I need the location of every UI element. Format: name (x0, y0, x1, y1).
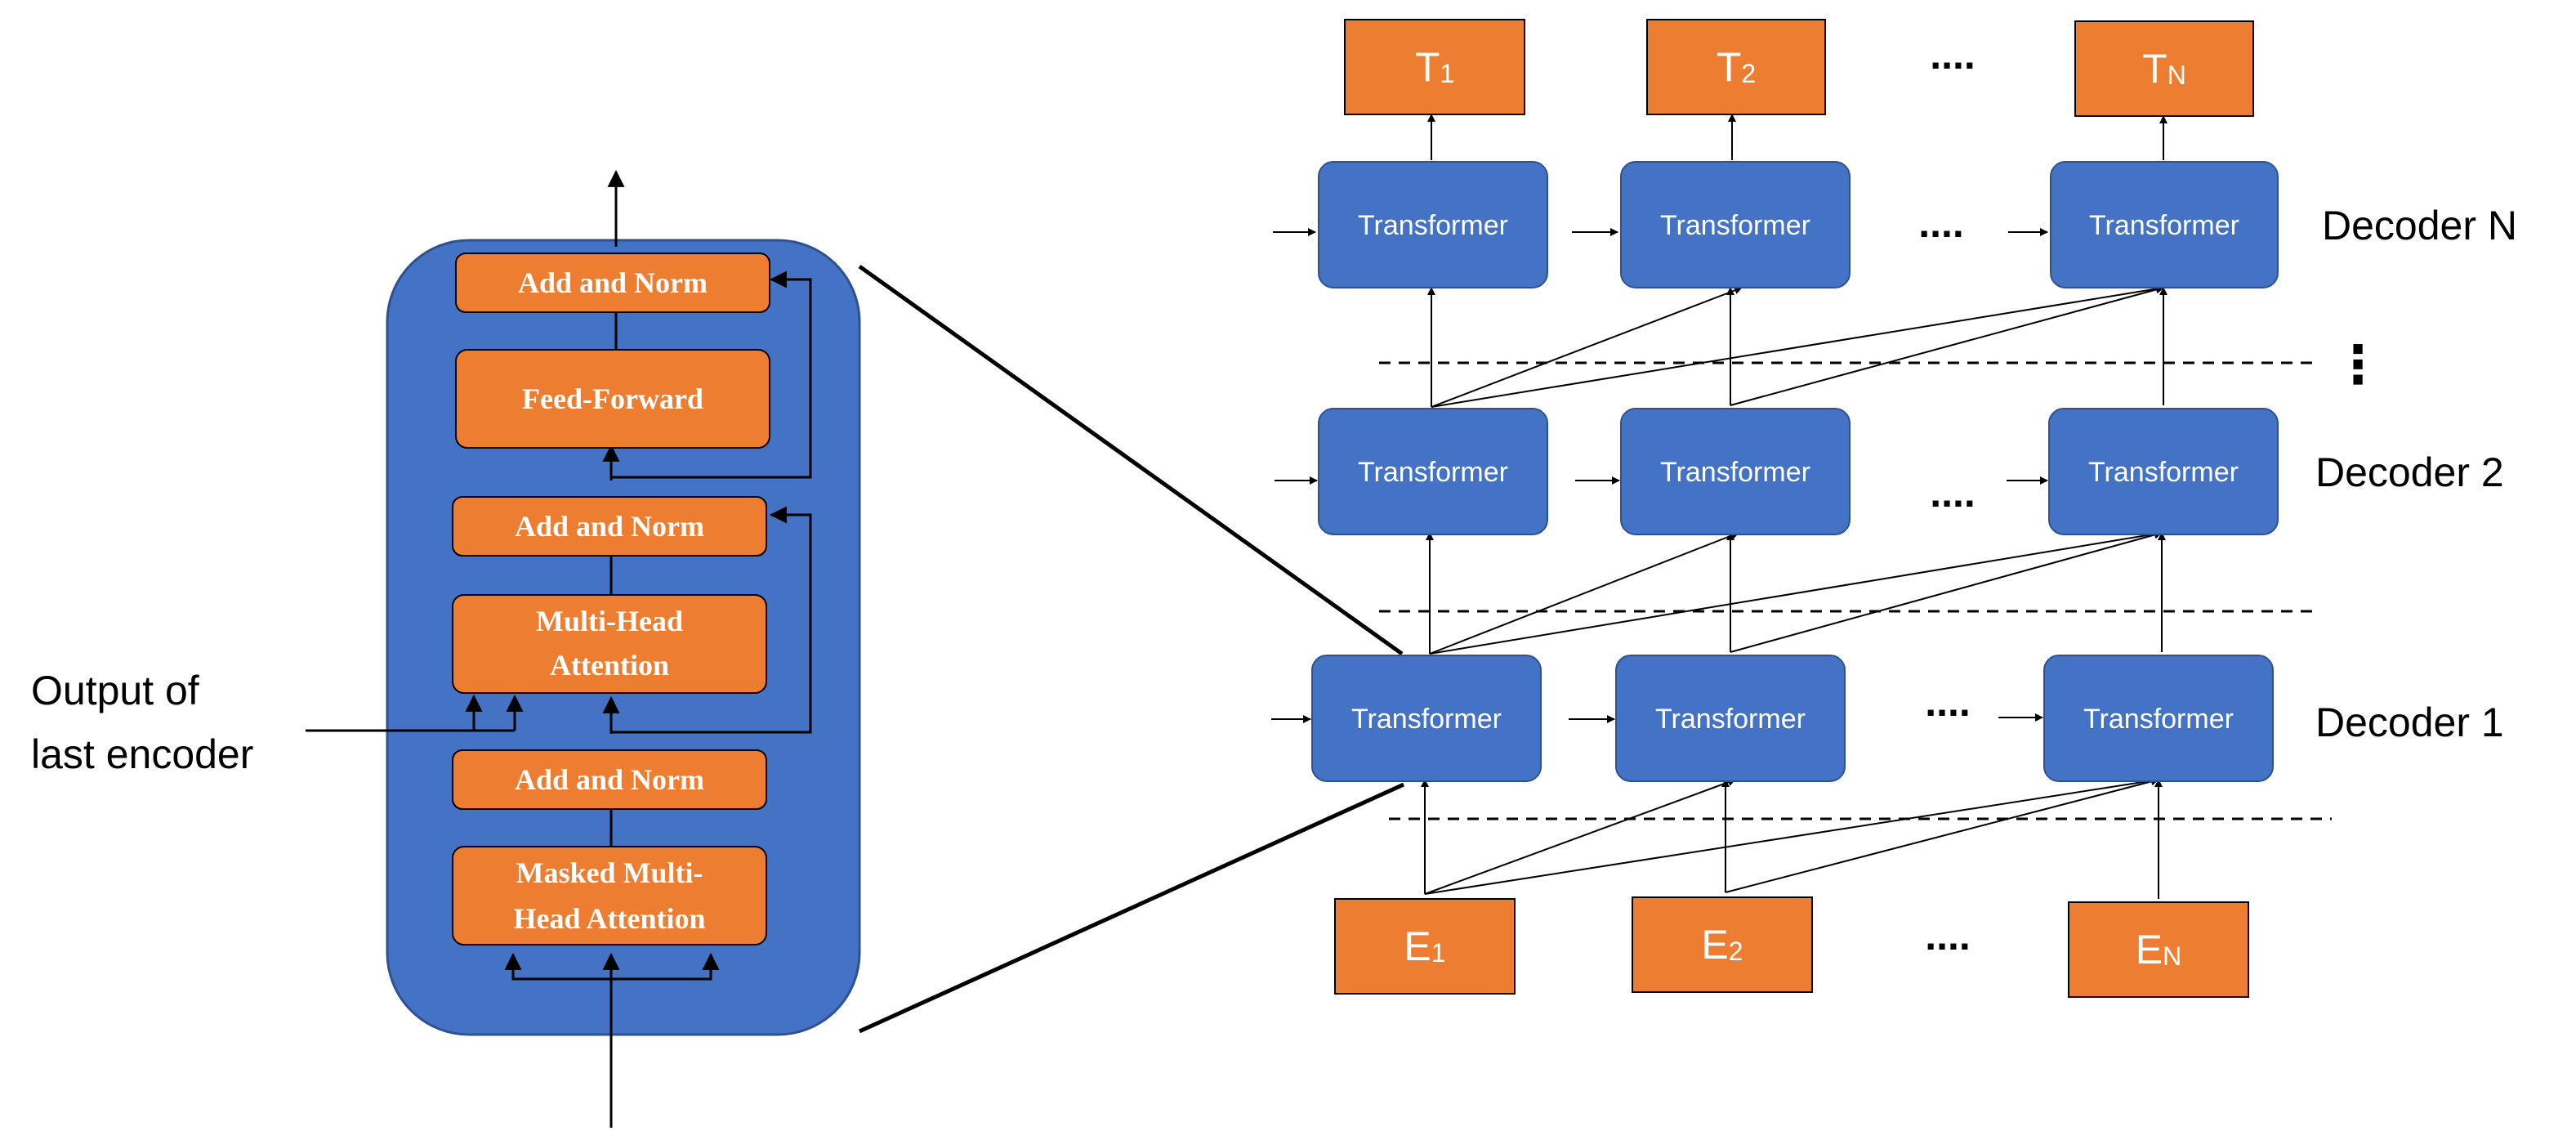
svg-text:Masked Multi-: Masked Multi- (516, 856, 703, 889)
decoder-1-transformer-n: Transformer (2043, 655, 2274, 782)
svg-text:Feed-Forward: Feed-Forward (522, 382, 703, 415)
svg-text:Transformer: Transformer (1358, 457, 1508, 488)
decoder-n-label: Decoder N (2322, 203, 2517, 248)
svg-text:....: .... (1925, 913, 1971, 959)
multi-head-attention: Multi-Head Attention (452, 594, 767, 694)
input-en: EN (2068, 901, 2249, 998)
add-norm-top: Add and Norm (455, 253, 770, 313)
svg-text:⋮: ⋮ (2332, 335, 2384, 394)
svg-text:Attention: Attention (550, 649, 669, 682)
decoder-2-transformer-2: Transformer (1620, 408, 1851, 535)
vertical-connections (1421, 114, 2168, 899)
svg-text:Transformer: Transformer (2089, 210, 2239, 241)
ellipses: .... .... .... .... .... ⋮ (1918, 32, 2384, 959)
svg-text:Transformer: Transformer (1655, 704, 1806, 735)
svg-text:Transformer: Transformer (1660, 457, 1810, 488)
decoder-1-transformer-2: Transformer (1615, 655, 1846, 782)
decoder-n-transformer-n: Transformer (2050, 161, 2279, 288)
input-e2: E2 (1632, 896, 1813, 993)
svg-text:last encoder: last encoder (31, 731, 253, 777)
zoom-line-top (858, 264, 1404, 656)
decoder-block-detail: Add and Norm Feed-Forward Add and Norm M… (306, 169, 861, 1128)
layer-separators (1379, 361, 2332, 820)
decoder-2-transformer-n: Transformer (2048, 408, 2279, 535)
svg-text:....: .... (1930, 470, 1976, 516)
svg-text:T1: T1 (1415, 44, 1454, 90)
output-t2: T2 (1646, 19, 1826, 115)
decoder-2-transformer-1: Transformer (1318, 408, 1548, 535)
add-norm-bottom: Add and Norm (452, 749, 767, 810)
svg-text:....: .... (1925, 679, 1971, 725)
svg-text:Head Attention: Head Attention (513, 902, 705, 935)
svg-text:E2: E2 (1701, 922, 1743, 968)
svg-text:T2: T2 (1717, 44, 1756, 90)
svg-text:Transformer: Transformer (1358, 210, 1508, 241)
decoder-2-label: Decoder 2 (2315, 449, 2504, 495)
svg-text:Transformer: Transformer (2083, 704, 2234, 735)
svg-text:Transformer: Transformer (1660, 210, 1810, 241)
zoom-line-bottom (858, 782, 1405, 1034)
feed-forward: Feed-Forward (455, 349, 770, 449)
svg-text:Add and Norm: Add and Norm (515, 510, 704, 543)
masked-multi-head-attention: Masked Multi- Head Attention (452, 846, 767, 946)
svg-text:....: .... (1930, 32, 1976, 78)
decoder-n-transformer-2: Transformer (1620, 161, 1851, 288)
horizontal-arrows (1271, 228, 2048, 723)
svg-text:Multi-Head: Multi-Head (536, 605, 683, 637)
decoder-1-transformer-1: Transformer (1311, 655, 1542, 782)
svg-text:E1: E1 (1404, 923, 1445, 969)
encoder-output-label: Output of last encoder (31, 668, 253, 777)
cross-connections (1424, 284, 2164, 895)
svg-text:Add and Norm: Add and Norm (518, 266, 708, 299)
decoder-1-label: Decoder 1 (2315, 700, 2504, 745)
input-e1: E1 (1334, 898, 1516, 995)
svg-text:....: .... (1918, 200, 1964, 246)
svg-text:EN: EN (2136, 927, 2181, 972)
decoder-n-transformer-1: Transformer (1318, 161, 1548, 288)
svg-text:TN: TN (2142, 46, 2186, 92)
output-tn: TN (2074, 20, 2254, 117)
decoder-layer-labels: Decoder N Decoder 2 Decoder 1 (2315, 203, 2517, 745)
svg-text:Output of: Output of (31, 668, 199, 713)
svg-text:Transformer: Transformer (1351, 704, 1502, 735)
output-t1: T1 (1344, 19, 1525, 115)
svg-text:Transformer: Transformer (2088, 457, 2239, 488)
add-norm-mid: Add and Norm (452, 496, 767, 557)
svg-text:Add and Norm: Add and Norm (515, 763, 704, 796)
